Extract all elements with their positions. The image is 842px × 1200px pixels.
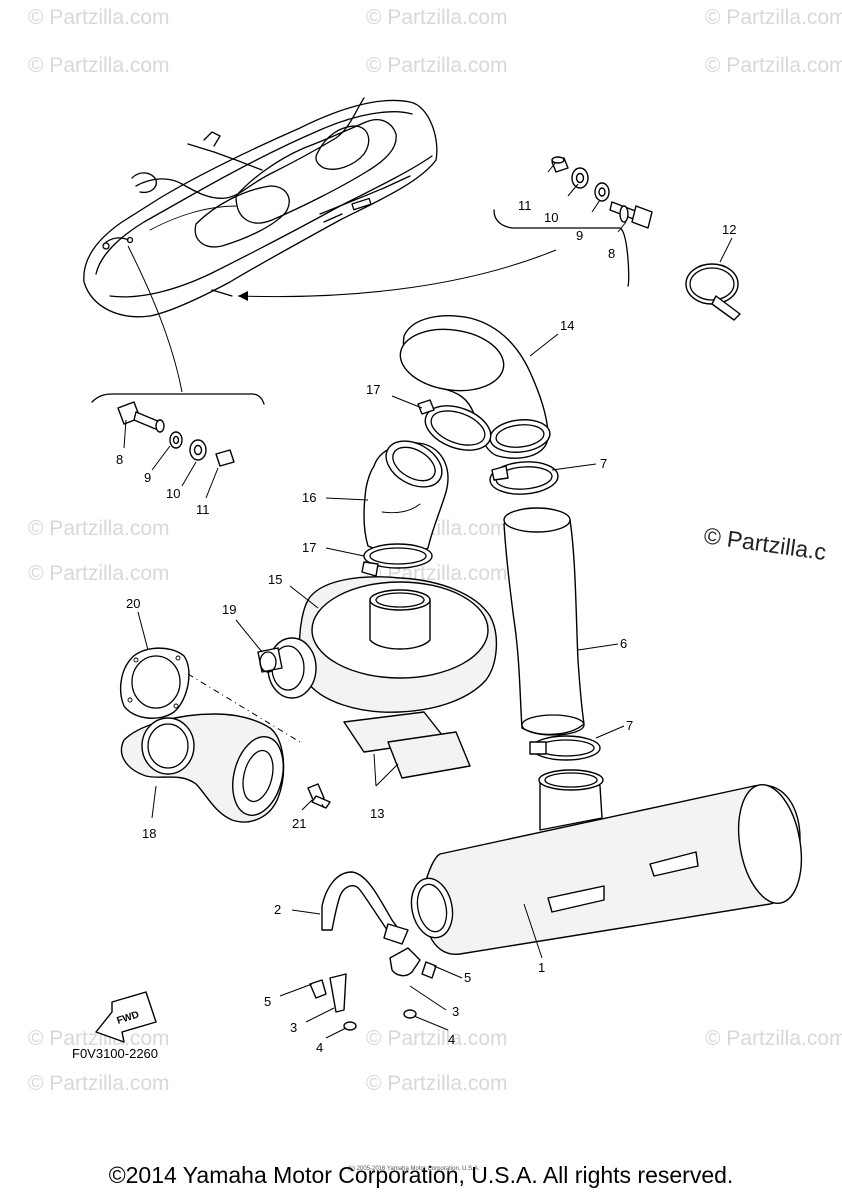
watermark: © Partzilla.com xyxy=(28,1027,170,1050)
watermark: © Partzilla.com xyxy=(366,54,508,77)
watermark: © Partzilla.com xyxy=(366,1027,508,1050)
watermark: © Partzilla.com xyxy=(28,6,170,29)
callout-3: 3 xyxy=(290,1020,297,1035)
air-box-15 xyxy=(267,576,498,713)
callout-10: 10 xyxy=(166,486,180,501)
strap-2 xyxy=(321,871,409,945)
bolt-21 xyxy=(307,783,331,809)
callout-9: 9 xyxy=(144,470,151,485)
callout-6: 6 xyxy=(620,636,627,651)
watermarks: © Partzilla.com © Partzilla.com © Partzi… xyxy=(28,6,842,1095)
watermark-side: © Partzilla.c xyxy=(702,522,827,565)
watermark: © Partzilla.com xyxy=(366,6,508,29)
hose-clamp-7-lower xyxy=(529,735,601,761)
fwd-direction-arrow: FWD xyxy=(95,991,157,1043)
hose-clamp-19 xyxy=(257,647,283,673)
watercraft-illustration xyxy=(83,97,438,318)
drain-bracket-right xyxy=(237,209,630,301)
bracket-hardware-right xyxy=(389,947,437,1019)
callout-10: 10 xyxy=(544,210,558,225)
intake-hose-6 xyxy=(503,507,585,736)
callout-5: 5 xyxy=(264,994,271,1009)
callout-15: 15 xyxy=(268,572,282,587)
hose-clamp-7-upper xyxy=(489,461,559,495)
foam-pads-13 xyxy=(343,711,471,779)
callout-7: 7 xyxy=(600,456,607,471)
watermark: © Partzilla.com xyxy=(28,517,170,540)
callout-20: 20 xyxy=(126,596,140,611)
callout-11: 11 xyxy=(196,502,210,517)
watermark: © Partzilla.com xyxy=(28,54,170,77)
callout-19: 19 xyxy=(222,602,236,617)
callout-18: 18 xyxy=(142,826,156,841)
hose-clamp-17-upper xyxy=(417,399,492,451)
intake-duct-18 xyxy=(120,713,285,823)
callout-4: 4 xyxy=(316,1040,323,1055)
drain-plug-set-left xyxy=(117,401,235,467)
air-duct-elbow-14 xyxy=(399,315,551,459)
callout-11: 11 xyxy=(518,198,532,213)
watermark: © Partzilla.com xyxy=(28,562,170,585)
drain-bracket-left xyxy=(91,245,265,405)
watermark: © Partzilla.com xyxy=(705,54,842,77)
watermark: © Partzilla.com xyxy=(366,1072,508,1095)
hose-clamp-17-lower xyxy=(361,543,433,577)
watermark: © Partzilla.com xyxy=(28,1072,170,1095)
callout-21: 21 xyxy=(292,816,306,831)
watermark: © Partzilla.com xyxy=(705,1027,842,1050)
callout-2: 2 xyxy=(274,902,281,917)
flange-ring-20 xyxy=(119,647,190,719)
callout-14: 14 xyxy=(560,318,574,333)
footer-copyright: ©2014 Yamaha Motor Corporation, U.S.A. A… xyxy=(108,1162,734,1188)
hose-clamp-12 xyxy=(685,263,741,321)
elbow-hose-16 xyxy=(363,440,449,553)
callout-17: 17 xyxy=(366,382,380,397)
callout-12: 12 xyxy=(722,222,736,237)
callout-5: 5 xyxy=(464,970,471,985)
callout-9: 9 xyxy=(576,228,583,243)
callout-13: 13 xyxy=(370,806,384,821)
callout-8: 8 xyxy=(116,452,123,467)
callout-16: 16 xyxy=(302,490,316,505)
bracket-hardware-left xyxy=(309,973,357,1031)
leader-lines xyxy=(123,161,733,1039)
small-copyright: (c) 2005-2016 Yamaha Motor Corporation, … xyxy=(348,1166,480,1172)
callout-numbers: 11 10 9 8 12 14 17 7 16 17 15 20 19 6 7 … xyxy=(116,198,736,1055)
callout-17: 17 xyxy=(302,540,316,555)
callout-3: 3 xyxy=(452,1004,459,1019)
callout-8: 8 xyxy=(608,246,615,261)
callout-1: 1 xyxy=(538,960,545,975)
watermark: © Partzilla.com xyxy=(705,6,842,29)
figure-code: F0V3100-2260 xyxy=(72,1046,158,1061)
drain-plug-set-right xyxy=(551,156,653,229)
callout-7: 7 xyxy=(626,718,633,733)
callout-4: 4 xyxy=(448,1032,455,1047)
silencer-1 xyxy=(410,769,803,955)
